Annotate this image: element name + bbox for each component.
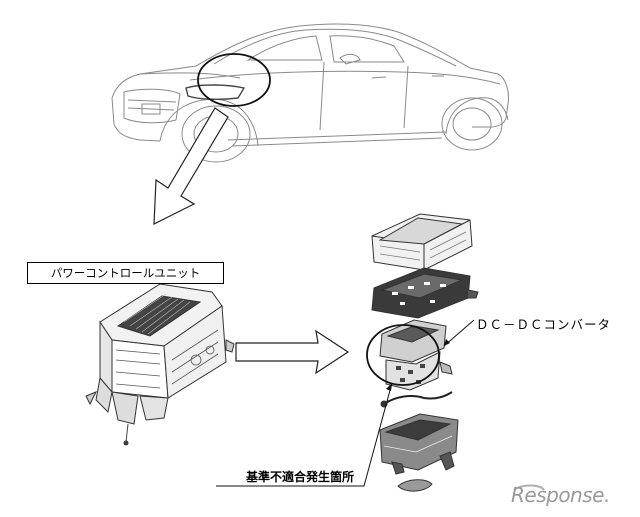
power-control-unit-label: パワーコントロールユニット: [27, 262, 224, 284]
highlight-circle-front: [197, 53, 271, 107]
exploded-view: [371, 213, 479, 492]
response-watermark-logo: Response.: [511, 483, 610, 507]
dc-dc-converter-label: ＤＣ－ＤＣコンバータ: [476, 317, 612, 332]
arrow-car-to-pcu: [153, 107, 229, 225]
highlight-circle-dcdc: [366, 324, 440, 386]
power-control-unit-text: パワーコントロールユニット: [50, 266, 201, 280]
power-control-unit-drawing: [85, 283, 235, 446]
dcdc-leader-line: [443, 319, 475, 347]
arrow-pcu-to-exploded: [235, 329, 350, 375]
fault-leader-line: [216, 382, 393, 487]
car-illustration: [111, 23, 509, 163]
watermark-swoosh: [513, 484, 545, 491]
nonconformity-location-label: 基準不適合発生箇所: [246, 470, 355, 484]
